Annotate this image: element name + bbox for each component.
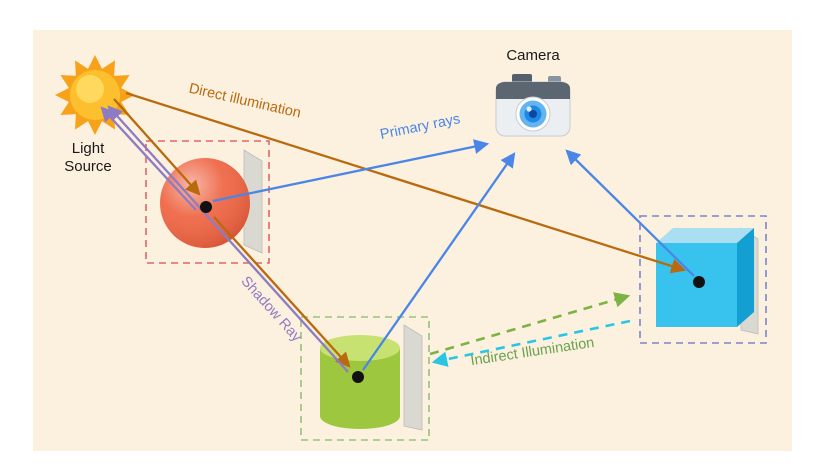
cylinder-hit-point-dot (352, 371, 364, 383)
sphere-hit-point-dot (200, 201, 212, 213)
camera-top-stripe-lower (496, 89, 570, 99)
sphere-bounding-box (145, 140, 270, 264)
direct-ray-sun-to-cube (125, 91, 687, 274)
primary-ray-cylinder-to-camera (362, 152, 516, 371)
indirect-ray-cylinder-to-cube (429, 292, 631, 356)
light-source-label-line2: Source (64, 158, 112, 175)
light-source-label-line1: Light (72, 140, 105, 157)
shadow-ray-cylinder-to-sun (107, 105, 349, 373)
primary-ray-sphere-to-camera (212, 139, 490, 203)
cylinder-backdrop-panel (403, 324, 423, 431)
direct-ray-sun-to-cylinder (213, 216, 351, 368)
cylinder-bounding-box (300, 316, 430, 441)
cube-hit-point-dot (693, 276, 705, 288)
cube-bounding-box (639, 215, 767, 344)
shadow-ray-sphere-to-sun (100, 106, 197, 211)
indirect-ray-cube-to-cylinder (431, 319, 631, 367)
camera-lens-pupil (529, 110, 537, 118)
direct-ray-sun-to-sphere (113, 98, 201, 196)
cube-side-face (737, 228, 754, 327)
camera-lens-glint (526, 106, 532, 112)
cube-top-face (656, 228, 754, 243)
camera-label: Camera (506, 47, 560, 64)
sun-highlight (76, 75, 104, 103)
camera-icon (495, 74, 571, 137)
primary-ray-cube-to-camera (565, 149, 695, 277)
